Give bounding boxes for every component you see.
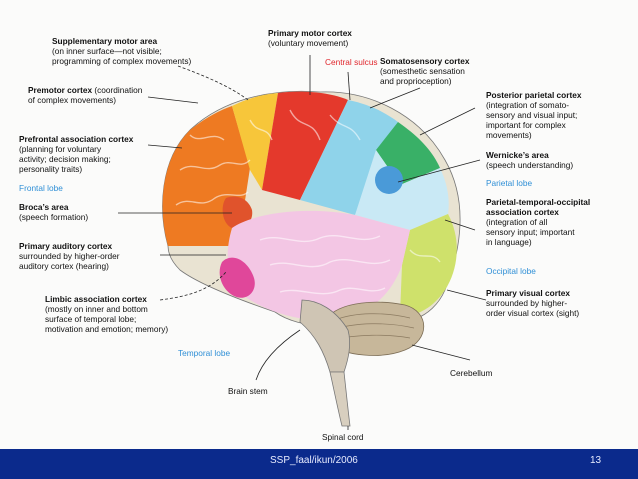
primary-motor-label: Primary motor cortex (voluntary movement… bbox=[268, 28, 352, 48]
pto-label: Parietal-temporal-occipital association … bbox=[486, 197, 590, 247]
primary-motor-title: Primary motor cortex bbox=[268, 28, 352, 38]
temporal-lobe-label: Temporal lobe bbox=[178, 348, 231, 358]
premotor-label: Premotor cortex (coordination of complex… bbox=[28, 85, 142, 105]
brain-stem-label: Brain stem bbox=[228, 386, 268, 396]
primary-motor-region bbox=[262, 91, 348, 200]
posterior-parietal-line-3: important for complex bbox=[486, 120, 566, 130]
primary-motor-line-1: (voluntary movement) bbox=[268, 38, 349, 48]
somatosensory-title: Somatosensory cortex bbox=[380, 56, 470, 66]
posterior-parietal-line-1: (integration of somato- bbox=[486, 100, 570, 110]
limbic-label: Limbic association cortex (mostly on inn… bbox=[45, 294, 168, 334]
limbic-line-1: (mostly on inner and bottom bbox=[45, 304, 148, 314]
somatosensory-line-1: (somesthetic sensation bbox=[380, 66, 465, 76]
posterior-parietal-title: Posterior parietal cortex bbox=[486, 90, 582, 100]
somatosensory-label: Somatosensory cortex (somesthetic sensat… bbox=[380, 56, 469, 86]
footer-bar: SSP_faal/ikun/2006 13 bbox=[0, 449, 638, 479]
premotor-line-1: of complex movements) bbox=[28, 95, 117, 105]
premotor-title-suffix: (coordination bbox=[92, 85, 143, 95]
prefrontal-line-1: (planning for voluntary bbox=[19, 144, 102, 154]
limbic-title: Limbic association cortex bbox=[45, 294, 147, 304]
broca-line-1: (speech formation) bbox=[19, 212, 89, 222]
primary-auditory-line-2: auditory cortex (hearing) bbox=[19, 261, 109, 271]
spinal-cord-label: Spinal cord bbox=[322, 432, 364, 442]
limbic-line-3: motivation and emotion; memory) bbox=[45, 324, 169, 334]
occipital-lobe-label: Occipital lobe bbox=[486, 266, 536, 276]
pto-line-2: sensory input; important bbox=[486, 227, 575, 237]
limbic-line-2: surface of temporal lobe; bbox=[45, 314, 137, 324]
leader-lines bbox=[118, 55, 487, 430]
premotor-title: Premotor cortex bbox=[28, 85, 93, 95]
gyri-texture bbox=[175, 109, 441, 295]
parietal-lobe-label: Parietal lobe bbox=[486, 178, 533, 188]
page-number: 13 bbox=[590, 455, 602, 466]
limbic-region bbox=[219, 257, 255, 298]
broca-region bbox=[222, 196, 253, 229]
pto-title-line-1: Parietal-temporal-occipital bbox=[486, 197, 591, 207]
supplementary-motor-title: Supplementary motor area bbox=[52, 36, 158, 46]
wernicke-region bbox=[375, 166, 403, 194]
posterior-parietal-line-2: sensory and visual input; bbox=[486, 110, 578, 120]
prefrontal-title: Prefrontal association cortex bbox=[19, 134, 134, 144]
prefrontal-line-2: activity; decision making; bbox=[19, 154, 111, 164]
broca-label: Broca’s area (speech formation) bbox=[19, 202, 88, 222]
spinal-cord bbox=[329, 371, 351, 427]
somatosensory-line-2: and proprioception) bbox=[380, 76, 452, 86]
broca-title: Broca’s area bbox=[19, 202, 69, 212]
central-sulcus-label: Central sulcus bbox=[325, 57, 378, 67]
prefrontal-line-3: personality traits) bbox=[19, 164, 83, 174]
primary-auditory-title: Primary auditory cortex bbox=[19, 241, 113, 251]
supplementary-motor-label: Supplementary motor area (on inner surfa… bbox=[52, 36, 191, 66]
footer-source: SSP_faal/ikun/2006 bbox=[270, 455, 358, 466]
primary-visual-line-1: surrounded by higher- bbox=[486, 298, 568, 308]
primary-auditory-label: Primary auditory cortex surrounded by hi… bbox=[19, 241, 120, 271]
primary-visual-label: Primary visual cortex surrounded by high… bbox=[486, 288, 579, 318]
wernicke-title: Wernicke’s area bbox=[486, 150, 549, 160]
wernicke-line-1: (speech understanding) bbox=[486, 160, 574, 170]
supplementary-motor-line-2: programming of complex movements) bbox=[52, 56, 192, 66]
supplementary-motor-line-1: (on inner surface—not visible; bbox=[52, 46, 162, 56]
posterior-parietal-line-4: movements) bbox=[486, 130, 532, 140]
premotor-region bbox=[232, 93, 278, 190]
parietal-lower-region bbox=[355, 150, 449, 230]
occipital-region bbox=[400, 214, 457, 316]
posterior-parietal-label: Posterior parietal cortex (integration o… bbox=[486, 90, 581, 140]
cerebellum-label: Cerebellum bbox=[450, 368, 493, 378]
pto-line-3: in language) bbox=[486, 237, 532, 247]
primary-auditory-line-1: surrounded by higher-order bbox=[19, 251, 120, 261]
wernicke-label: Wernicke’s area (speech understanding) bbox=[486, 150, 573, 170]
primary-visual-line-2: order visual cortex (sight) bbox=[486, 308, 580, 318]
somatosensory-region bbox=[300, 100, 398, 215]
pto-line-1: (integration of all bbox=[486, 217, 548, 227]
frontal-lobe-label: Frontal lobe bbox=[19, 183, 63, 193]
central-sulcus-line-1: Central bbox=[325, 57, 352, 67]
brain-illustration bbox=[118, 55, 487, 430]
primary-visual-title: Primary visual cortex bbox=[486, 288, 570, 298]
pto-title-line-2: association cortex bbox=[486, 207, 559, 217]
prefrontal-label: Prefrontal association cortex (planning … bbox=[19, 134, 133, 174]
brain-stem bbox=[299, 299, 351, 373]
central-sulcus-line-2: sulcus bbox=[354, 57, 378, 67]
